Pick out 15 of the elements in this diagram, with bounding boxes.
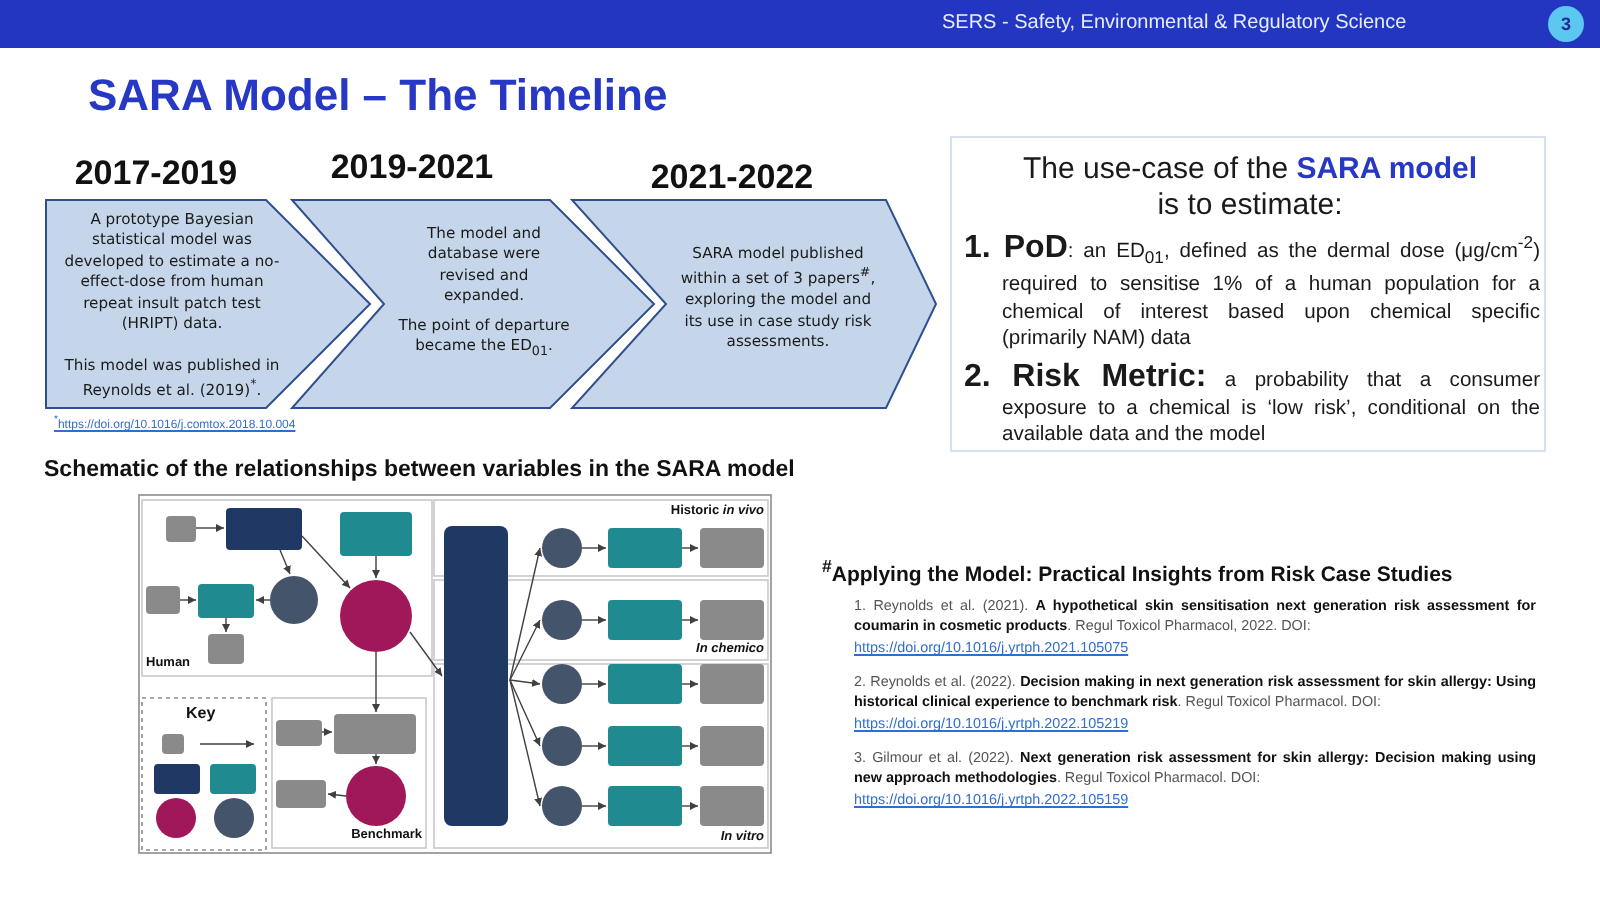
header-bar — [0, 0, 1600, 48]
list-item: 2. Risk Metric: a probability that a consumer exposure to a chemical is ‘low risk’, conditional on the available data and the model — [964, 364, 1540, 450]
list-item: 1. PoD: an ED$_{01}$, defined as the dermal dose (μg/cm$^{-2}$) required to sensitise 1% of a human population for a chemical of interest based upon chemical specific (primarily NAM) data — [964, 230, 1540, 354]
year-heading: 2017-2019 — [74, 154, 238, 194]
info-panel — [950, 136, 1546, 452]
timeline-phase — [290, 198, 656, 410]
page-number: 3 — [1548, 6, 1584, 42]
figure-caption: Schematic of the relationships between variables in the SARA model — [44, 456, 795, 484]
slide-title: SARA Model – The Timeline — [88, 70, 668, 122]
year-heading: 2019-2021 — [330, 148, 494, 188]
panel-heading: The use-case of the SARA model is to estimate: — [1020, 152, 1480, 224]
header-text: SERS - Safety, Environmental & Regulatory Science — [942, 12, 1407, 36]
timeline-phase — [570, 198, 938, 410]
year-heading: 2021-2022 — [650, 158, 814, 198]
section-heading: $^{#}$Applying the Model: Practical Insights from Risk Case Studies — [822, 554, 1453, 589]
